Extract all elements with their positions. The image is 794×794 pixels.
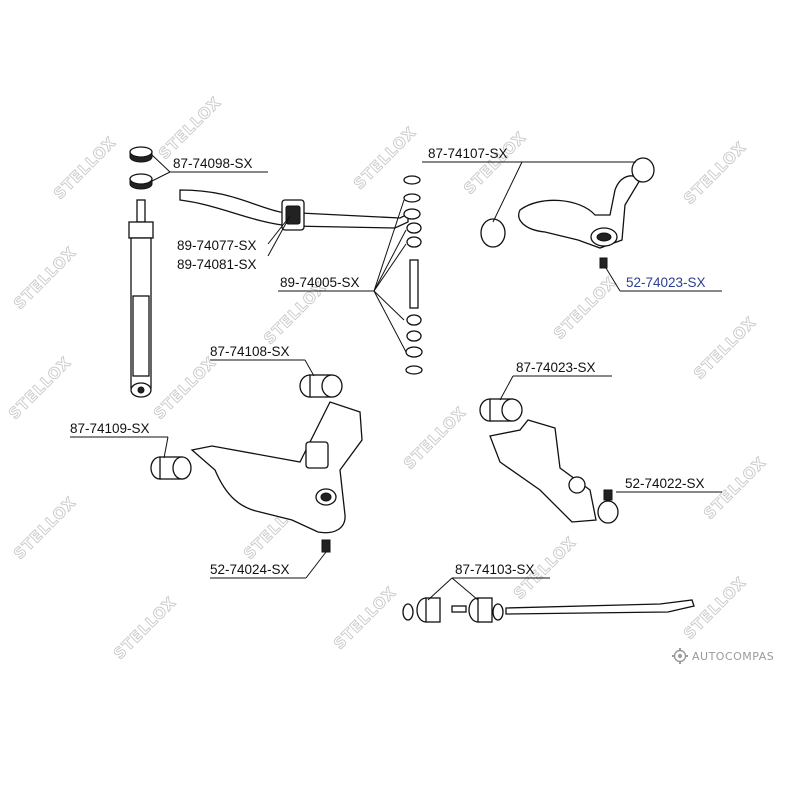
stabilizer-bar [179,189,409,231]
label-87-74103: 87-74103-SX [455,562,535,577]
label-52-74023: 52-74023-SX [626,275,706,290]
bushing-87-74109 [150,456,192,480]
label-87-74107: 87-74107-SX [428,146,508,161]
upper-control-arm-52-74023 [480,157,655,269]
bushing-87-74023 [479,398,523,422]
stabilizer-link-89-74005 [403,175,423,375]
watermark-text: STELLOX [550,273,620,343]
footer-logo: AUTOCOMPAS [672,648,774,664]
label-87-74023: 87-74023-SX [516,360,596,375]
shock-absorber [128,199,154,398]
watermark-text: STELLOX [10,493,80,563]
lower-control-arm-52-74022 [489,419,619,524]
label-87-74109: 87-74109-SX [70,421,150,436]
watermark-text: STELLOX [400,403,470,473]
bushing-87-74098 [129,146,153,190]
watermark-text: STELLOX [680,138,750,208]
bushing-87-74108 [299,374,343,398]
label-89-74005: 89-74005-SX [280,275,360,290]
label-52-74024: 52-74024-SX [210,562,290,577]
label-87-74098: 87-74098-SX [173,156,253,171]
part-labels: 87-74098-SX 89-74077-SX 89-74081-SX 89-7… [70,146,706,577]
watermark-text: STELLOX [150,353,220,423]
watermark-layer: STELLOX STELLOX STELLOX STELLOX STELLOX … [5,93,771,664]
watermark-text: STELLOX [50,133,120,203]
watermark-text: STELLOX [5,353,75,423]
watermark-text: STELLOX [10,243,80,313]
label-52-74022: 52-74022-SX [625,476,705,491]
watermark-text: STELLOX [690,313,760,383]
strut-rod-87-74103 [402,597,695,623]
gear-logo-icon [672,648,688,664]
watermark-text: STELLOX [110,593,180,663]
watermark-text: STELLOX [155,93,225,163]
leader-lines [70,154,722,601]
label-89-74077: 89-74077-SX [177,238,257,253]
label-89-74081: 89-74081-SX [177,257,257,272]
watermark-text: STELLOX [460,128,530,198]
lower-control-arm-52-74024 [190,401,363,553]
label-87-74108: 87-74108-SX [210,344,290,359]
footer-brand-text: AUTOCOMPAS [692,650,774,663]
watermark-text: STELLOX [680,573,750,643]
watermark-text: STELLOX [700,453,770,523]
watermark-text: STELLOX [330,583,400,653]
